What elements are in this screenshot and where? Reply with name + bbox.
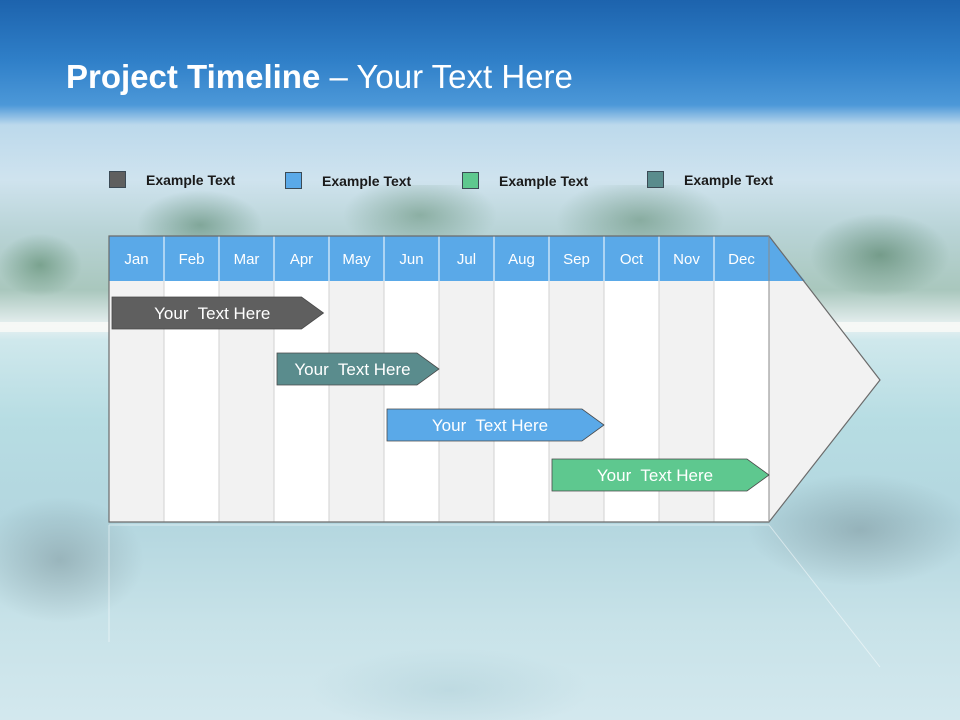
month-label-nov: Nov	[673, 251, 700, 268]
task-label-1: Your Text Here	[154, 304, 270, 323]
arrow-head	[769, 236, 880, 522]
month-column	[494, 281, 549, 522]
legend-swatch-1	[109, 171, 126, 188]
month-label-jul: Jul	[457, 251, 476, 268]
task-label-3: Your Text Here	[432, 416, 548, 435]
legend-label-4: Example Text	[684, 172, 774, 188]
reflection-lines	[108, 524, 881, 668]
legend-swatch-3	[462, 172, 479, 189]
month-label-dec: Dec	[728, 251, 755, 268]
task-bar-4	[551, 458, 770, 492]
month-label-jan: Jan	[124, 251, 148, 268]
legend-label-2: Example Text	[322, 173, 412, 189]
task-label-2: Your Text Here	[294, 360, 410, 379]
legend-swatch-4	[647, 171, 664, 188]
month-column	[439, 281, 494, 522]
month-column	[329, 281, 384, 522]
legend-label-3: Example Text	[499, 173, 589, 189]
month-label-apr: Apr	[290, 251, 313, 268]
timeline-border	[108, 235, 881, 523]
month-label-feb: Feb	[179, 251, 205, 268]
legend-label-1: Example Text	[146, 172, 236, 188]
month-column	[384, 281, 439, 522]
month-label-mar: Mar	[234, 251, 260, 268]
timeline-reflection	[108, 524, 881, 668]
task-bar-2	[276, 352, 440, 386]
month-label-may: May	[342, 251, 371, 268]
month-label-jun: Jun	[399, 251, 423, 268]
task-label-4: Your Text Here	[597, 466, 713, 485]
month-label-oct: Oct	[620, 251, 644, 268]
month-label-aug: Aug	[508, 251, 535, 268]
task-bar-3	[386, 408, 605, 442]
legend-swatch-2	[285, 172, 302, 189]
slide-title: Project Timeline – Your Text Here	[66, 58, 573, 96]
title-bold: Project Timeline	[66, 58, 321, 95]
title-rest: – Your Text Here	[320, 58, 573, 95]
task-bar-1	[111, 296, 325, 330]
month-label-sep: Sep	[563, 251, 590, 268]
timeline-outline	[108, 235, 881, 523]
month-header: Jan Feb Mar Apr May Jun Jul Aug Sep Oct Nov Dec	[109, 236, 805, 281]
